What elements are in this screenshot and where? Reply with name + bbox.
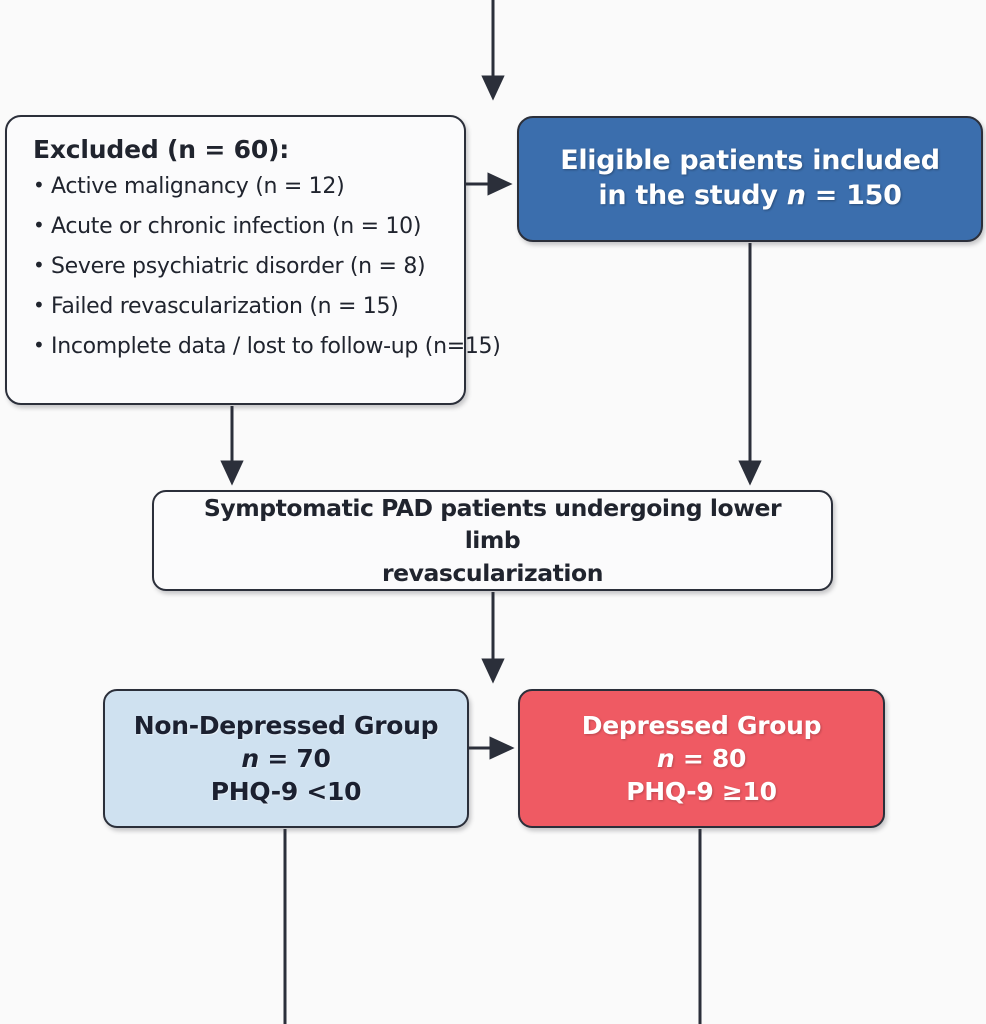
eligible-line-2-prefix: in the study bbox=[598, 180, 787, 211]
list-item: Active malignancy (n = 12) bbox=[29, 175, 444, 198]
node-non-depressed-group: Non-Depressed Group n = 70 PHQ-9 <10 bbox=[103, 689, 469, 828]
node-eligible-patients: Eligible patients included in the study … bbox=[517, 116, 983, 242]
pad-line-1: Symptomatic PAD patients undergoing lowe… bbox=[203, 493, 782, 555]
depressed-phq9: PHQ-9 ≥10 bbox=[626, 777, 777, 806]
nondepressed-title: Non-Depressed Group bbox=[133, 711, 439, 740]
depressed-n-value: = 80 bbox=[674, 744, 747, 773]
nondepressed-phq9: PHQ-9 <10 bbox=[210, 777, 362, 806]
node-symptomatic-pad: Symptomatic PAD patients undergoing lowe… bbox=[152, 490, 833, 591]
list-item: Incomplete data / lost to follow-up (n=1… bbox=[29, 335, 501, 358]
depressed-n-symbol: n bbox=[656, 744, 675, 773]
nondepressed-n-value: = 70 bbox=[258, 744, 331, 773]
list-item: Severe psychiatric disorder (n = 8) bbox=[29, 255, 444, 278]
excluded-reason-list: Active malignancy (n = 12) Acute or chro… bbox=[29, 175, 501, 376]
nondepressed-count: n = 70 bbox=[241, 742, 330, 775]
eligible-n-symbol: n bbox=[786, 180, 806, 211]
list-item: Acute or chronic infection (n = 10) bbox=[29, 215, 444, 238]
node-depressed-group: Depressed Group n = 80 PHQ-9 ≥10 bbox=[518, 689, 885, 828]
depressed-count: n = 80 bbox=[657, 742, 746, 775]
depressed-title: Depressed Group bbox=[581, 711, 822, 740]
pad-line-2: revascularization bbox=[382, 558, 603, 587]
eligible-n-value: = 150 bbox=[805, 180, 902, 211]
eligible-line-2: in the study n = 150 bbox=[598, 179, 902, 214]
nondepressed-n-symbol: n bbox=[241, 744, 259, 773]
excluded-title: Excluded (n = 60): bbox=[33, 135, 290, 164]
node-excluded: Excluded (n = 60): Active malignancy (n … bbox=[5, 115, 501, 405]
eligible-line-1: Eligible patients included bbox=[560, 145, 940, 177]
list-item: Failed revascularization (n = 15) bbox=[29, 295, 444, 318]
